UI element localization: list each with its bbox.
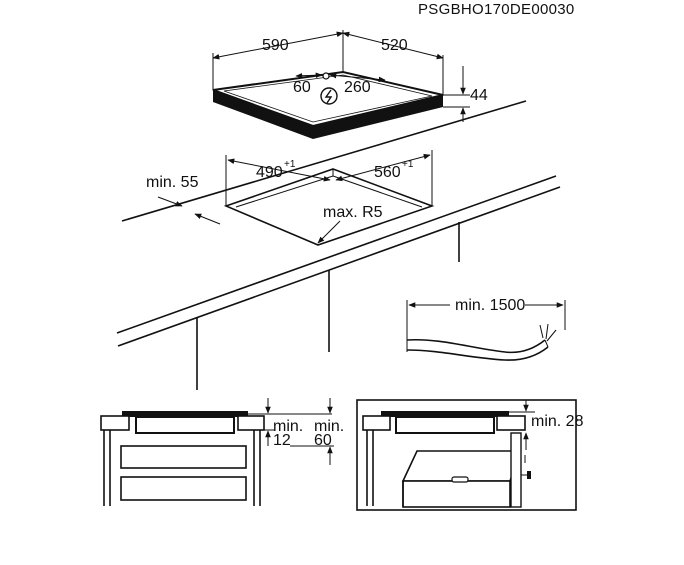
cutout-depth-tolerance: +1 <box>402 159 414 170</box>
hob-width-label: 590 <box>262 37 289 54</box>
hob-height-label: 44 <box>470 87 488 104</box>
clearance-a-line2: 12 <box>273 432 291 449</box>
cable-length-label: min. 1500 <box>455 297 525 314</box>
document-code: PSGBHO170DE00030 <box>418 1 575 18</box>
corner-radius-label: max. R5 <box>323 204 383 221</box>
hob-depth-label: 520 <box>381 37 408 54</box>
side-view-left <box>100 398 334 506</box>
hob-illustration <box>212 30 470 139</box>
cable-illustration <box>406 300 566 361</box>
side-view-right <box>356 399 577 511</box>
cutout-width-label: 490 <box>256 164 283 181</box>
clearance-b-line1: min. <box>314 418 344 435</box>
cutout-depth-label: 560 <box>374 164 401 181</box>
connection-left-offset-label: 60 <box>293 79 311 96</box>
clearance-right-label: min. 28 <box>531 413 584 430</box>
cutout-width-tolerance: +1 <box>284 159 296 170</box>
clearance-a-line1: min. <box>273 418 303 435</box>
clearance-b-line2: 60 <box>314 432 332 449</box>
front-distance-label: min. 55 <box>146 174 199 191</box>
connection-right-offset-label: 260 <box>344 79 371 96</box>
worktop-illustration <box>116 100 561 390</box>
